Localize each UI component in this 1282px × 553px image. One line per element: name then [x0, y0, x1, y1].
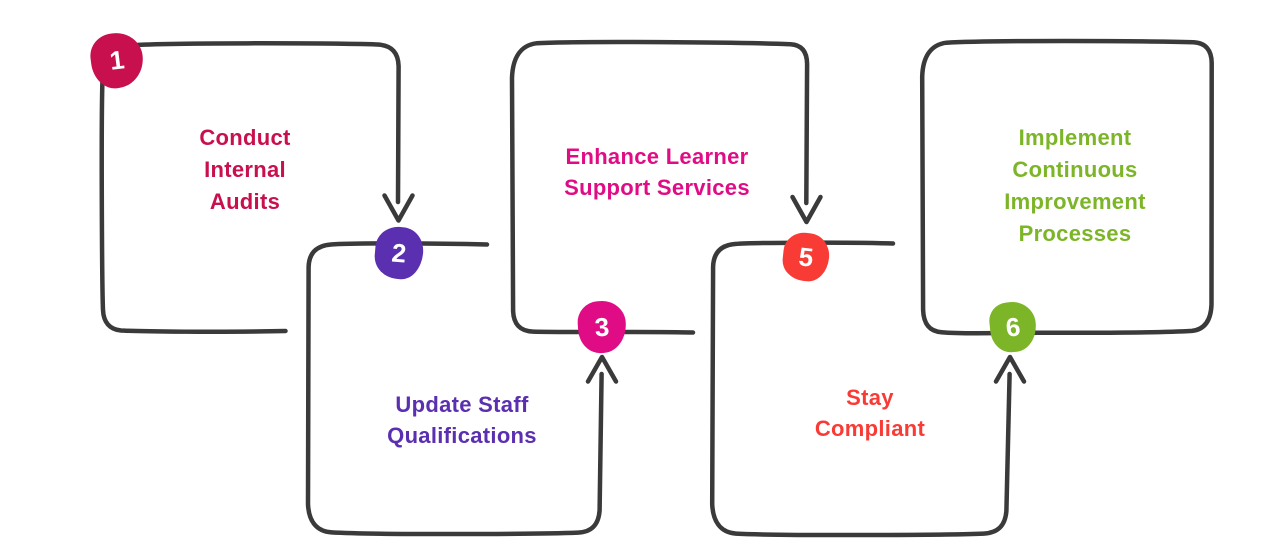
label-line: Implement [1018, 125, 1132, 150]
step-1-label: Conduct Internal Audits [95, 122, 395, 218]
step-4-label: Stay Compliant [720, 382, 1020, 444]
label-line: Processes [1018, 221, 1132, 246]
label-line: Enhance Learner [565, 144, 749, 169]
step-3-label: Enhance Learner Support Services [507, 141, 807, 203]
step-1-box-path [99, 41, 401, 335]
label-line: Support Services [564, 175, 750, 200]
step-number: 1 [107, 44, 126, 76]
arrowhead-up-to-3-icon [585, 354, 619, 384]
arrowhead-down-to-2-icon [382, 193, 415, 223]
step-5-label: Implement Continuous Improvement Process… [925, 122, 1225, 250]
label-line: Stay [846, 385, 894, 410]
label-line: Improvement [1004, 189, 1146, 214]
step-number: 3 [593, 311, 611, 342]
label-line: Internal [204, 157, 286, 182]
step-5-box-path [919, 38, 1214, 336]
arrowhead-down-to-5-icon [790, 194, 823, 225]
step-2-label: Update Staff Qualifications [312, 389, 612, 451]
step-2-box-path [305, 241, 604, 537]
label-line: Update Staff [395, 392, 529, 417]
label-line: Conduct [199, 125, 291, 150]
arrowhead-up-to-6-icon [993, 354, 1027, 384]
step-number: 5 [797, 240, 815, 273]
label-line: Qualifications [387, 423, 537, 448]
stroke-group [99, 38, 1214, 538]
step-3-box-path [509, 39, 810, 335]
step-number: 6 [1004, 310, 1022, 343]
step-4-box-path [709, 240, 1012, 538]
label-line: Compliant [814, 416, 926, 441]
step-number: 2 [390, 236, 408, 269]
label-line: Audits [209, 189, 281, 214]
label-line: Continuous [1012, 157, 1138, 182]
